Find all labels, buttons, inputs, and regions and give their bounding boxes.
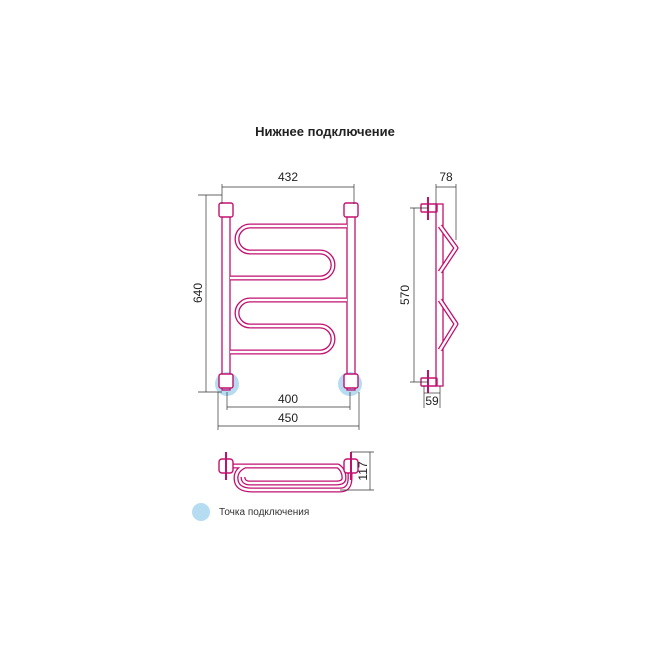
upper-coil-inner <box>230 224 347 280</box>
dim-bottom-inner-label: 400 <box>278 392 298 406</box>
front-view: 432 640 400 450 <box>191 170 362 430</box>
top-coil-outer <box>230 463 353 493</box>
connection-point-swatch <box>192 503 210 521</box>
top-dim-label: 117 <box>356 461 370 480</box>
top-coil-outer-inner <box>230 464 352 492</box>
dim-height-label: 640 <box>191 283 205 303</box>
fitting-top-left <box>218 202 234 218</box>
legend-label: Точка подключения <box>219 506 310 518</box>
side-coil-lower-inner <box>438 299 458 351</box>
fitting-bottom-left <box>218 373 234 389</box>
drawing-title: Нижнее подключение <box>255 124 395 139</box>
right-collector <box>346 204 356 391</box>
top-coil-inner <box>240 463 347 486</box>
top-view: 117 <box>218 451 374 493</box>
side-collector <box>435 203 444 387</box>
side-dim-height-label: 570 <box>398 285 412 305</box>
left-collector <box>221 204 231 391</box>
legend: Точка подключения <box>192 503 309 521</box>
side-coil-upper-inner <box>439 225 458 273</box>
top-coil-inner-inner <box>241 464 346 485</box>
dim-top-label: 432 <box>278 170 298 184</box>
fitting-top-right <box>343 202 359 218</box>
side-dim-depth-label: 78 <box>439 170 453 184</box>
lower-coil-inner <box>230 298 347 354</box>
fitting-bottom-right <box>343 373 359 389</box>
side-view: 78 570 59 <box>398 170 459 408</box>
side-dim-bottom-label: 59 <box>425 394 439 408</box>
dim-bottom-outer-label: 450 <box>278 411 298 425</box>
